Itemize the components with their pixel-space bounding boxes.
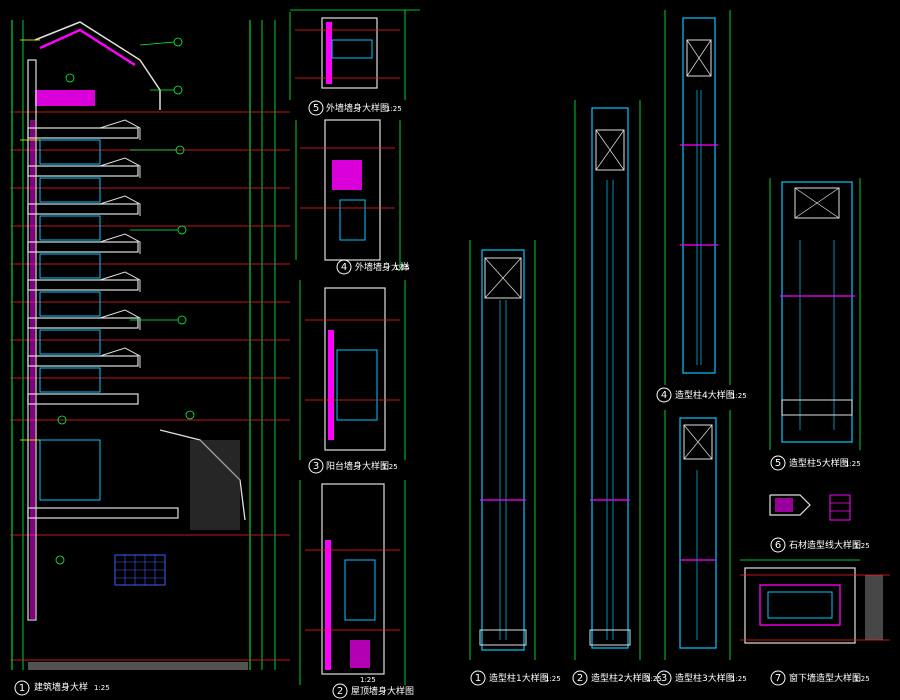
wall-section-4 [295, 119, 401, 270]
wall-section-5 [289, 9, 420, 100]
detail-title-3-scale: 1:25 [382, 463, 398, 471]
detail-title-3-number: 3 [313, 461, 319, 472]
detail-title-3: 3 阳台墙身大样图 1:25 [308, 458, 398, 474]
column-title-5: 5 造型柱5大样图 1:25 [770, 455, 861, 471]
detail-title-4-scale: 1:25 [394, 264, 410, 272]
column-title-4-scale: 1:25 [731, 392, 747, 400]
column-title-1: 1 造型柱1大样图 1:25 [470, 670, 561, 686]
column-title-4-text: 造型柱4大样图 [675, 389, 735, 401]
column-title-1-number: 1 [475, 673, 481, 684]
wall-section-3 [299, 280, 406, 460]
column-title-7-scale: 1:25 [854, 675, 870, 683]
column-title-5-number: 5 [775, 458, 781, 469]
column-title-3: 3 造型柱3大样图 1:25 [656, 670, 747, 686]
column-title-2: 2 造型柱2大样图 1:25 [572, 670, 662, 686]
column-title-3-scale: 1:25 [731, 675, 747, 683]
column-title-5-scale: 1:25 [845, 460, 861, 468]
detail-title-3-text: 阳台墙身大样图 [326, 460, 389, 472]
detail-title-2-number: 2 [337, 686, 343, 697]
detail-title-5: 5 外墙墙身大样图 1:25 [308, 100, 402, 116]
detail-title-1-scale: 1:25 [94, 684, 110, 692]
column-title-1-text: 造型柱1大样图 [489, 672, 549, 684]
wall-section-2 [299, 480, 406, 685]
column-title-6-number: 6 [775, 540, 781, 551]
column-title-7-text: 窗下墙造型大样图 [789, 672, 861, 684]
detail-title-4: 4 外墙墙身大样 1:25 [336, 259, 410, 275]
column-title-2-number: 2 [577, 673, 583, 684]
column-title-6-scale: 1:25 [854, 542, 870, 550]
column-title-7-number: 7 [775, 673, 781, 684]
detail-title-1: 1 建筑墙身大样 1:25 [14, 680, 110, 696]
column-detail-1 [469, 240, 536, 660]
wall-section-1 [10, 20, 290, 670]
column-title-2-scale: 1:25 [646, 675, 662, 683]
title-labels: 1 建筑墙身大样 1:25 2 屋顶墙身大样图 1:25 3 阳台墙身大样图 1… [14, 100, 870, 699]
column-title-4: 4 造型柱4大样图 1:25 [656, 387, 747, 403]
detail-title-2-text: 屋顶墙身大样图 [351, 685, 414, 697]
detail-title-1-number: 1 [19, 683, 25, 694]
column-title-4-number: 4 [661, 390, 667, 401]
column-title-6-text: 石材造型线大样图 [789, 539, 861, 551]
detail-title-2-scale: 1:25 [360, 676, 376, 684]
column-title-7: 7 窗下墙造型大样图 1:25 [770, 670, 870, 686]
detail-title-4-number: 4 [341, 262, 347, 273]
column-detail-2 [574, 100, 641, 660]
detail-title-5-text: 外墙墙身大样图 [326, 102, 389, 114]
detail-title-1-text: 建筑墙身大样 [34, 681, 88, 693]
column-detail-5 [769, 178, 861, 450]
detail-title-5-number: 5 [313, 103, 319, 114]
under-window-detail-7 [740, 559, 890, 644]
column-detail-4 [664, 10, 731, 385]
detail-title-4-text: 外墙墙身大样 [355, 261, 409, 273]
detail-title-2: 2 屋顶墙身大样图 1:25 [332, 676, 414, 699]
detail-title-5-scale: 1:25 [386, 105, 402, 113]
stone-line-detail-6 [769, 494, 851, 521]
column-title-6: 6 石材造型线大样图 1:25 [770, 537, 870, 553]
column-detail-3 [664, 410, 731, 660]
column-title-2-text: 造型柱2大样图 [591, 672, 651, 684]
column-title-5-text: 造型柱5大样图 [789, 457, 849, 469]
column-title-3-number: 3 [661, 673, 667, 684]
column-title-1-scale: 1:25 [545, 675, 561, 683]
column-title-3-text: 造型柱3大样图 [675, 672, 735, 684]
